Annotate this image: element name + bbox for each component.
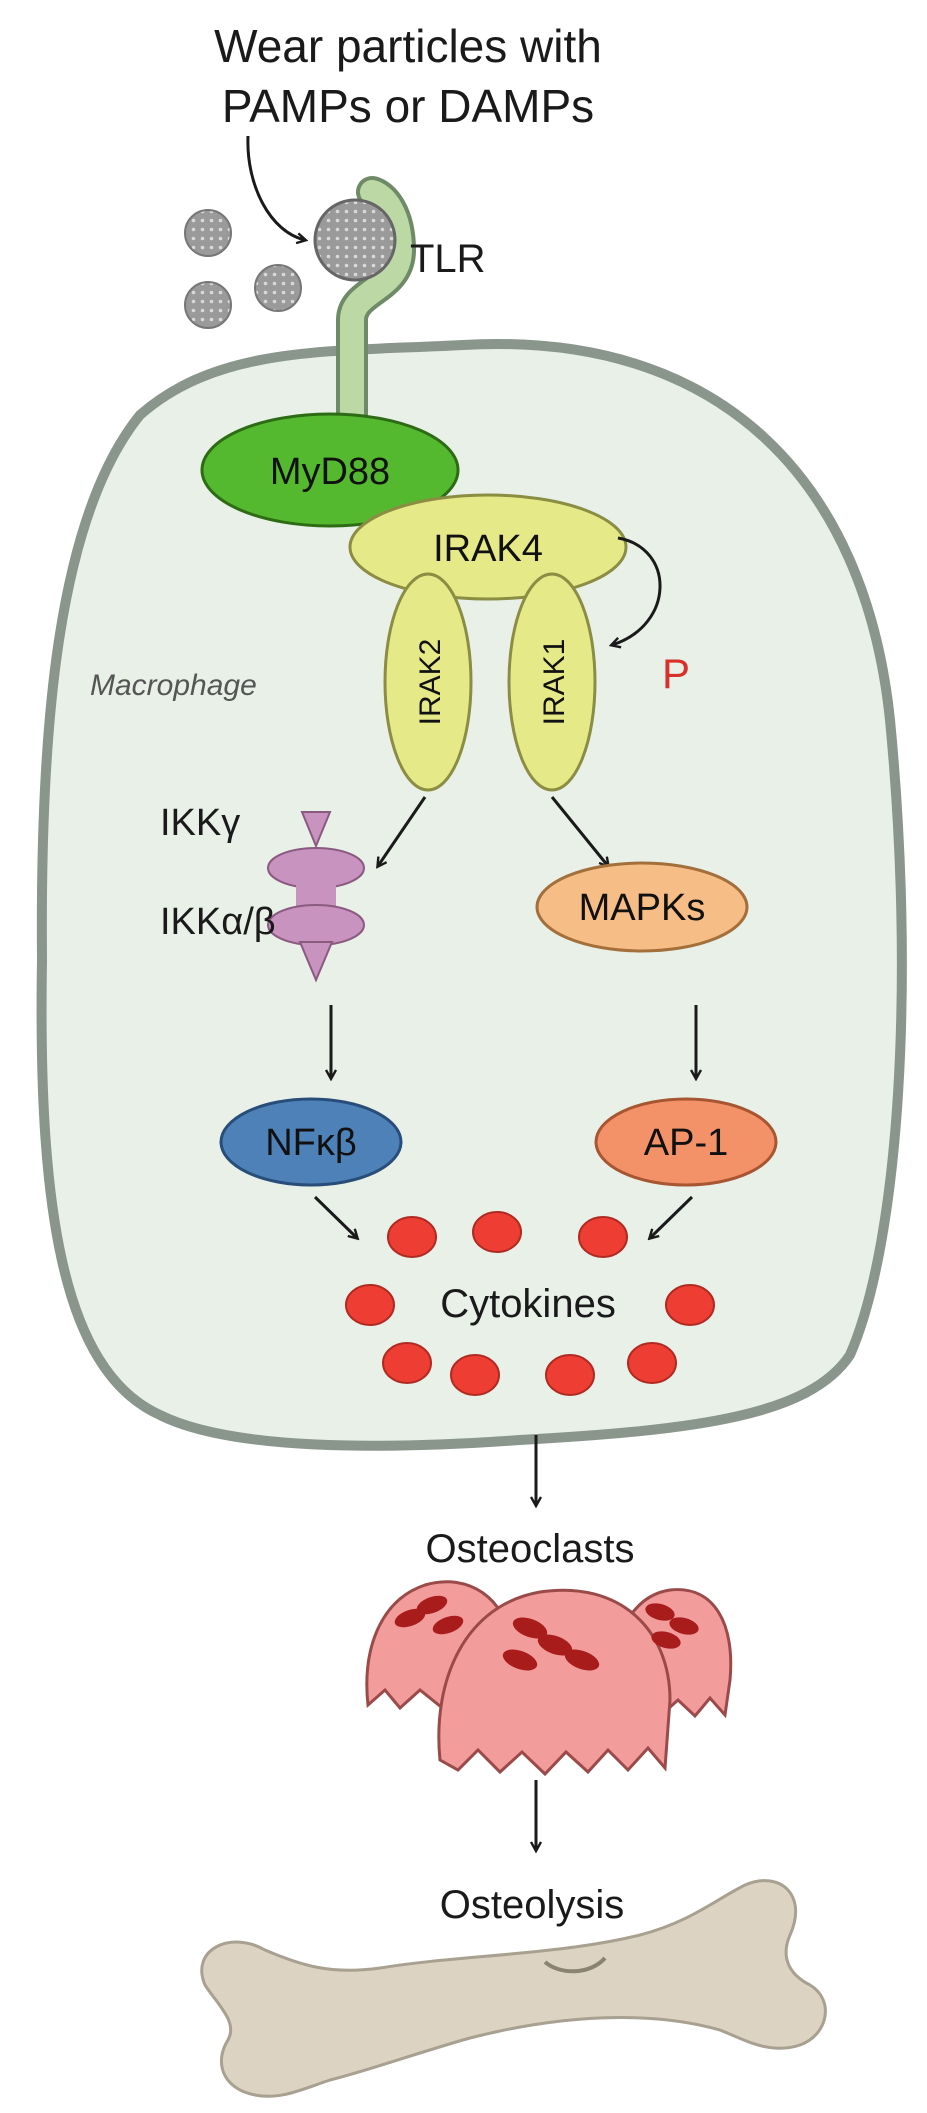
irak2-to-ikk-arrow (378, 796, 427, 866)
cytokine-dot (382, 1342, 432, 1384)
header-line-1: Wear particles with (214, 20, 602, 72)
ikk-gamma-label: IKKγ (160, 802, 240, 844)
irak2-node (383, 572, 473, 792)
cytokine-dot (472, 1211, 522, 1253)
wear-particle-icon (184, 281, 232, 329)
phosphorylation-arrow (612, 536, 662, 645)
ikk-alpha-beta-label: IKKα/β (160, 901, 276, 943)
phospho-label: P (662, 650, 690, 697)
irak1-node (507, 572, 597, 792)
wear-particle-icon (184, 209, 232, 257)
bone-lesion (543, 1956, 607, 1974)
ap1-label: AP-1 (644, 1122, 728, 1164)
irak4-label: IRAK4 (433, 528, 543, 570)
cytokine-dot (345, 1284, 395, 1326)
mapks-node (535, 861, 749, 953)
cytokine-dot (665, 1284, 715, 1326)
particle-binding-arrow (246, 135, 305, 240)
cytokine-dot (627, 1342, 677, 1384)
tlr-stalk-fill (340, 180, 413, 442)
bound-particle-icon (313, 198, 397, 282)
irak1-to-mapks-arrow (550, 796, 608, 866)
wear-particle-icon (254, 264, 302, 312)
osteoclasts-label: Osteoclasts (426, 1527, 635, 1571)
myd88-node (200, 412, 460, 528)
irak4-node (348, 493, 628, 601)
irak2-label: IRAK2 (414, 639, 447, 726)
bone-icon (200, 1879, 827, 2098)
myd88-label: MyD88 (270, 451, 390, 493)
header-line-2: PAMPs or DAMPs (222, 80, 594, 132)
cytokine-dots (345, 1211, 715, 1396)
cytokine-dot (578, 1216, 628, 1258)
irak1-label: IRAK1 (538, 639, 571, 726)
tlr-label: TLR (410, 237, 486, 281)
osteolysis-label: Osteolysis (440, 1883, 625, 1927)
cytokine-dot (545, 1354, 595, 1396)
cytokine-dot (387, 1216, 437, 1258)
ap1-to-cytokines-arrow (650, 1195, 694, 1238)
wear-particles (184, 209, 302, 329)
ap1-node (594, 1097, 778, 1187)
cytokine-dot (450, 1354, 500, 1396)
mapks-label: MAPKs (579, 887, 706, 929)
nfkb-label: NFκβ (265, 1122, 357, 1164)
nfkb-node (219, 1097, 403, 1187)
cytokines-label: Cytokines (440, 1282, 616, 1326)
ikk-complex-icon (267, 811, 365, 983)
osteoclasts-icon (365, 1580, 733, 1777)
nfkb-to-cytokines-arrow (313, 1195, 357, 1238)
macrophage-label: Macrophage (90, 669, 257, 702)
